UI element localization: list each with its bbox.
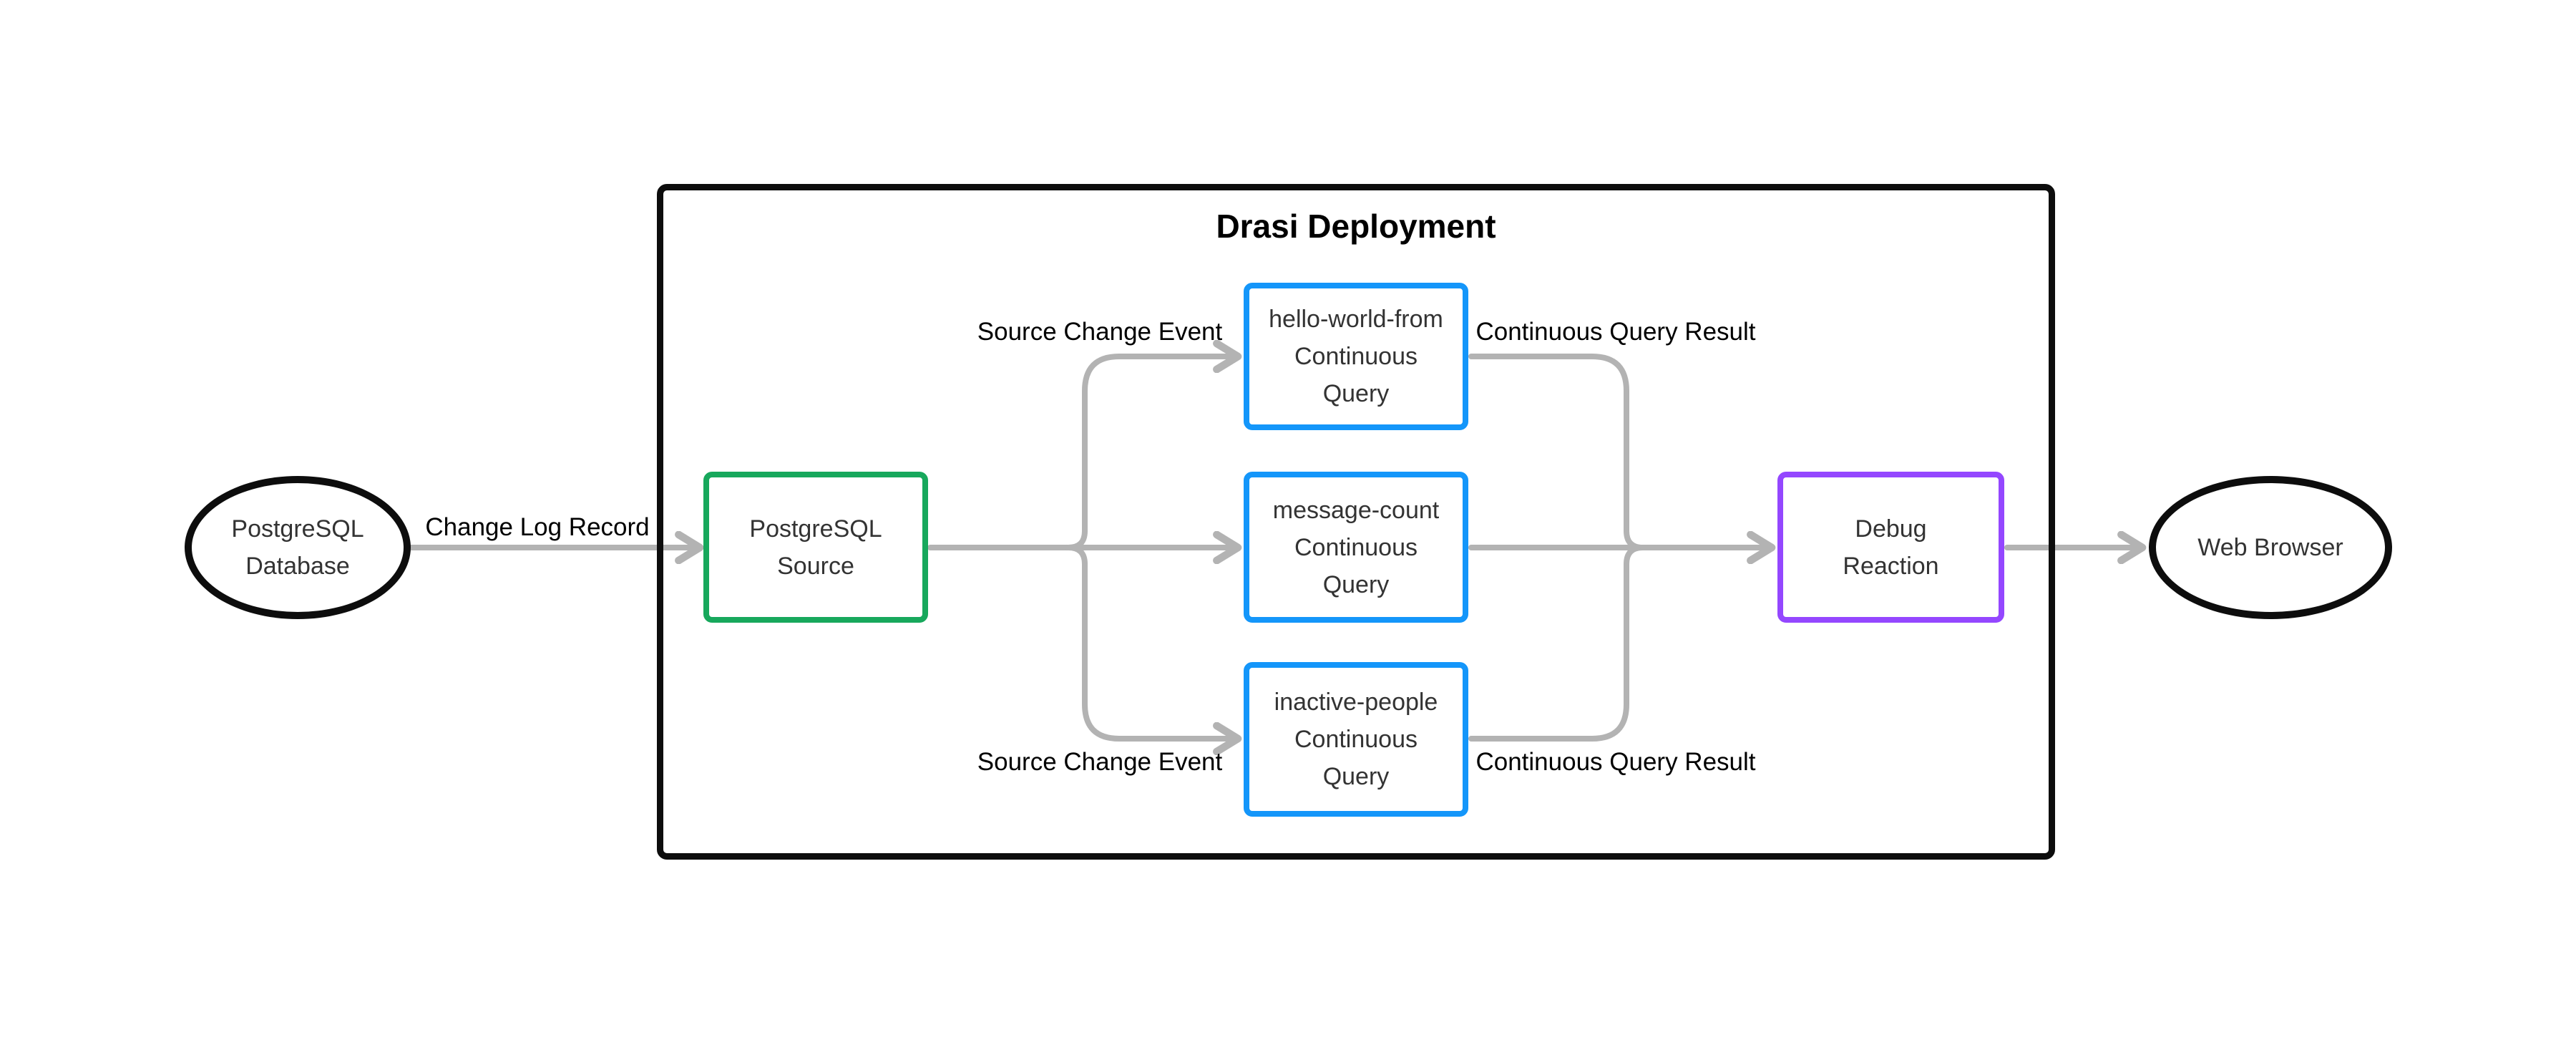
node-debug-reaction-label: Debug Reaction	[1843, 515, 1939, 580]
node-web-browser: Web Browser	[2149, 476, 2392, 619]
edge-label-continuous-query-result-bottom: Continuous Query Result	[1475, 748, 1756, 776]
edge-label-source-change-event-top: Source Change Event	[977, 318, 1223, 346]
node-message-count-continuous-query-label: message-count Continuous Query	[1272, 496, 1440, 598]
deployment-title: Drasi Deployment	[1216, 208, 1496, 245]
node-hello-world-continuous-query: hello-world-from Continuous Query	[1244, 283, 1468, 430]
node-message-count-continuous-query: message-count Continuous Query	[1244, 472, 1468, 623]
node-debug-reaction: Debug Reaction	[1777, 472, 2004, 623]
edge-label-source-change-event-bottom: Source Change Event	[977, 748, 1223, 776]
node-hello-world-continuous-query-label: hello-world-from Continuous Query	[1269, 306, 1443, 407]
node-web-browser-label: Web Browser	[2197, 534, 2343, 561]
edge-label-change-log-record: Change Log Record	[425, 513, 650, 541]
node-postgresql-database-label: PostgreSQL Database	[231, 515, 364, 580]
edge-fork-to-inactive-people	[1065, 545, 1238, 739]
node-postgresql-source-label: PostgreSQL Source	[749, 515, 882, 580]
edge-label-continuous-query-result-top: Continuous Query Result	[1475, 318, 1756, 346]
node-postgresql-database: PostgreSQL Database	[185, 476, 411, 619]
node-postgresql-source: PostgreSQL Source	[703, 472, 928, 623]
node-inactive-people-continuous-query-label: inactive-people Continuous Query	[1274, 689, 1438, 790]
drasi-deployment-boundary	[657, 184, 2055, 860]
node-inactive-people-continuous-query: inactive-people Continuous Query	[1244, 662, 1468, 817]
edge-inactive-people-to-merge	[1468, 545, 1646, 742]
